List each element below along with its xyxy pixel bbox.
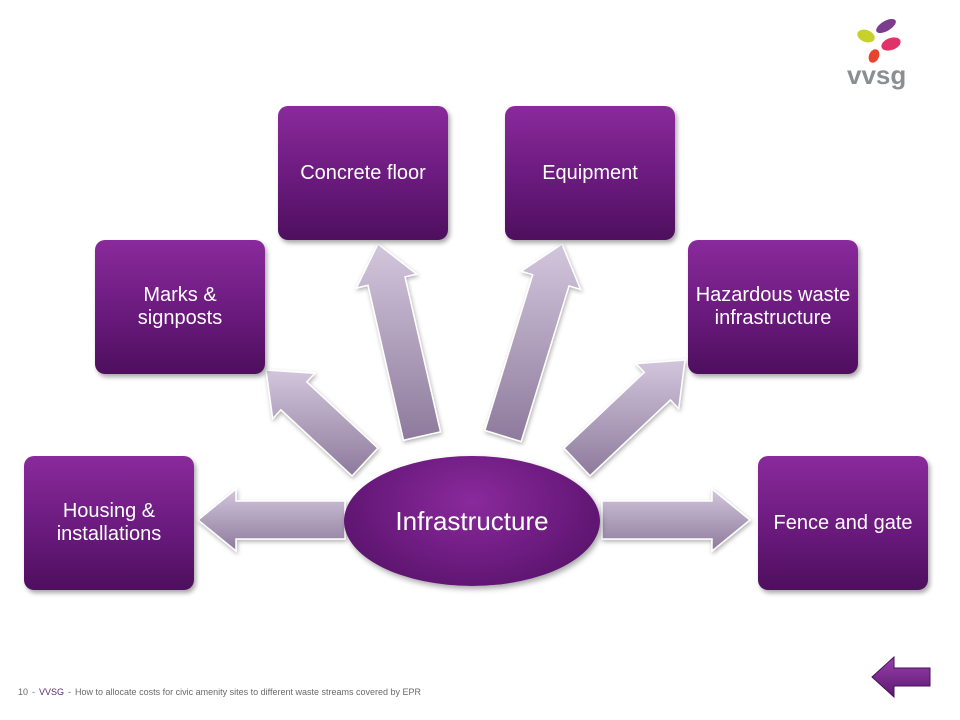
- footer: 10-VVSG-How to allocate costs for civic …: [18, 687, 421, 697]
- arrow-to-marks: [265, 369, 379, 477]
- arrow-to-fence: [601, 487, 752, 553]
- logo-text: vvsg: [847, 60, 906, 90]
- logo-petal-pink: [881, 37, 901, 51]
- node-hazardous-waste-infrastructure: Hazardous waste infrastructure: [688, 240, 858, 374]
- page-number: 10: [18, 687, 29, 697]
- node-equipment: Equipment: [505, 106, 675, 240]
- footer-org: VVSG: [39, 687, 65, 697]
- logo-petal-red: [868, 49, 880, 63]
- footer-sep: -: [68, 687, 72, 697]
- footer-sep: -: [32, 687, 36, 697]
- arrow-to-housing: [196, 487, 346, 553]
- logo-petal-purple: [876, 19, 896, 33]
- node-marks-signposts: Marks & signposts: [95, 240, 265, 374]
- arrow-to-equipment: [483, 242, 582, 443]
- arrow-to-concrete: [354, 242, 442, 442]
- center-node-infrastructure: Infrastructure: [344, 456, 600, 586]
- back-arrow-icon[interactable]: [870, 654, 934, 700]
- arrow-to-hazardous: [562, 359, 686, 477]
- footer-title: How to allocate costs for civic amenity …: [75, 687, 422, 697]
- node-housing-installations: Housing & installations: [24, 456, 194, 590]
- vvsg-logo: vvsg: [847, 19, 906, 90]
- logo-petal-green: [857, 29, 875, 43]
- node-fence-and-gate: Fence and gate: [758, 456, 928, 590]
- node-concrete-floor: Concrete floor: [278, 106, 448, 240]
